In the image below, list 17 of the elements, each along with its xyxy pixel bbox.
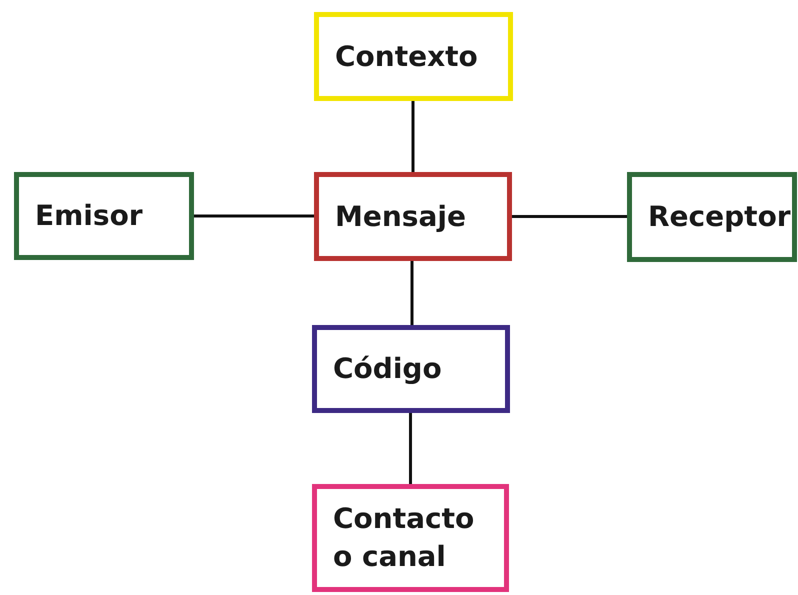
text-box [314,172,512,261]
connector-line [410,261,414,325]
box-label: Emisor [35,198,143,234]
text-box [627,172,797,262]
box-label: Receptor [648,199,791,236]
text-box [14,172,194,260]
text-box [314,12,513,101]
connector-line [409,413,412,484]
connector-line [412,101,414,172]
text-box [312,484,509,592]
box-label: Código [333,351,442,388]
connector-line [512,215,627,218]
box-label: Contacto o canal [333,501,476,575]
box-label: Contexto [335,38,478,75]
connector-line [194,214,314,218]
box-label: Mensaje [335,198,466,235]
text-box [312,325,510,413]
